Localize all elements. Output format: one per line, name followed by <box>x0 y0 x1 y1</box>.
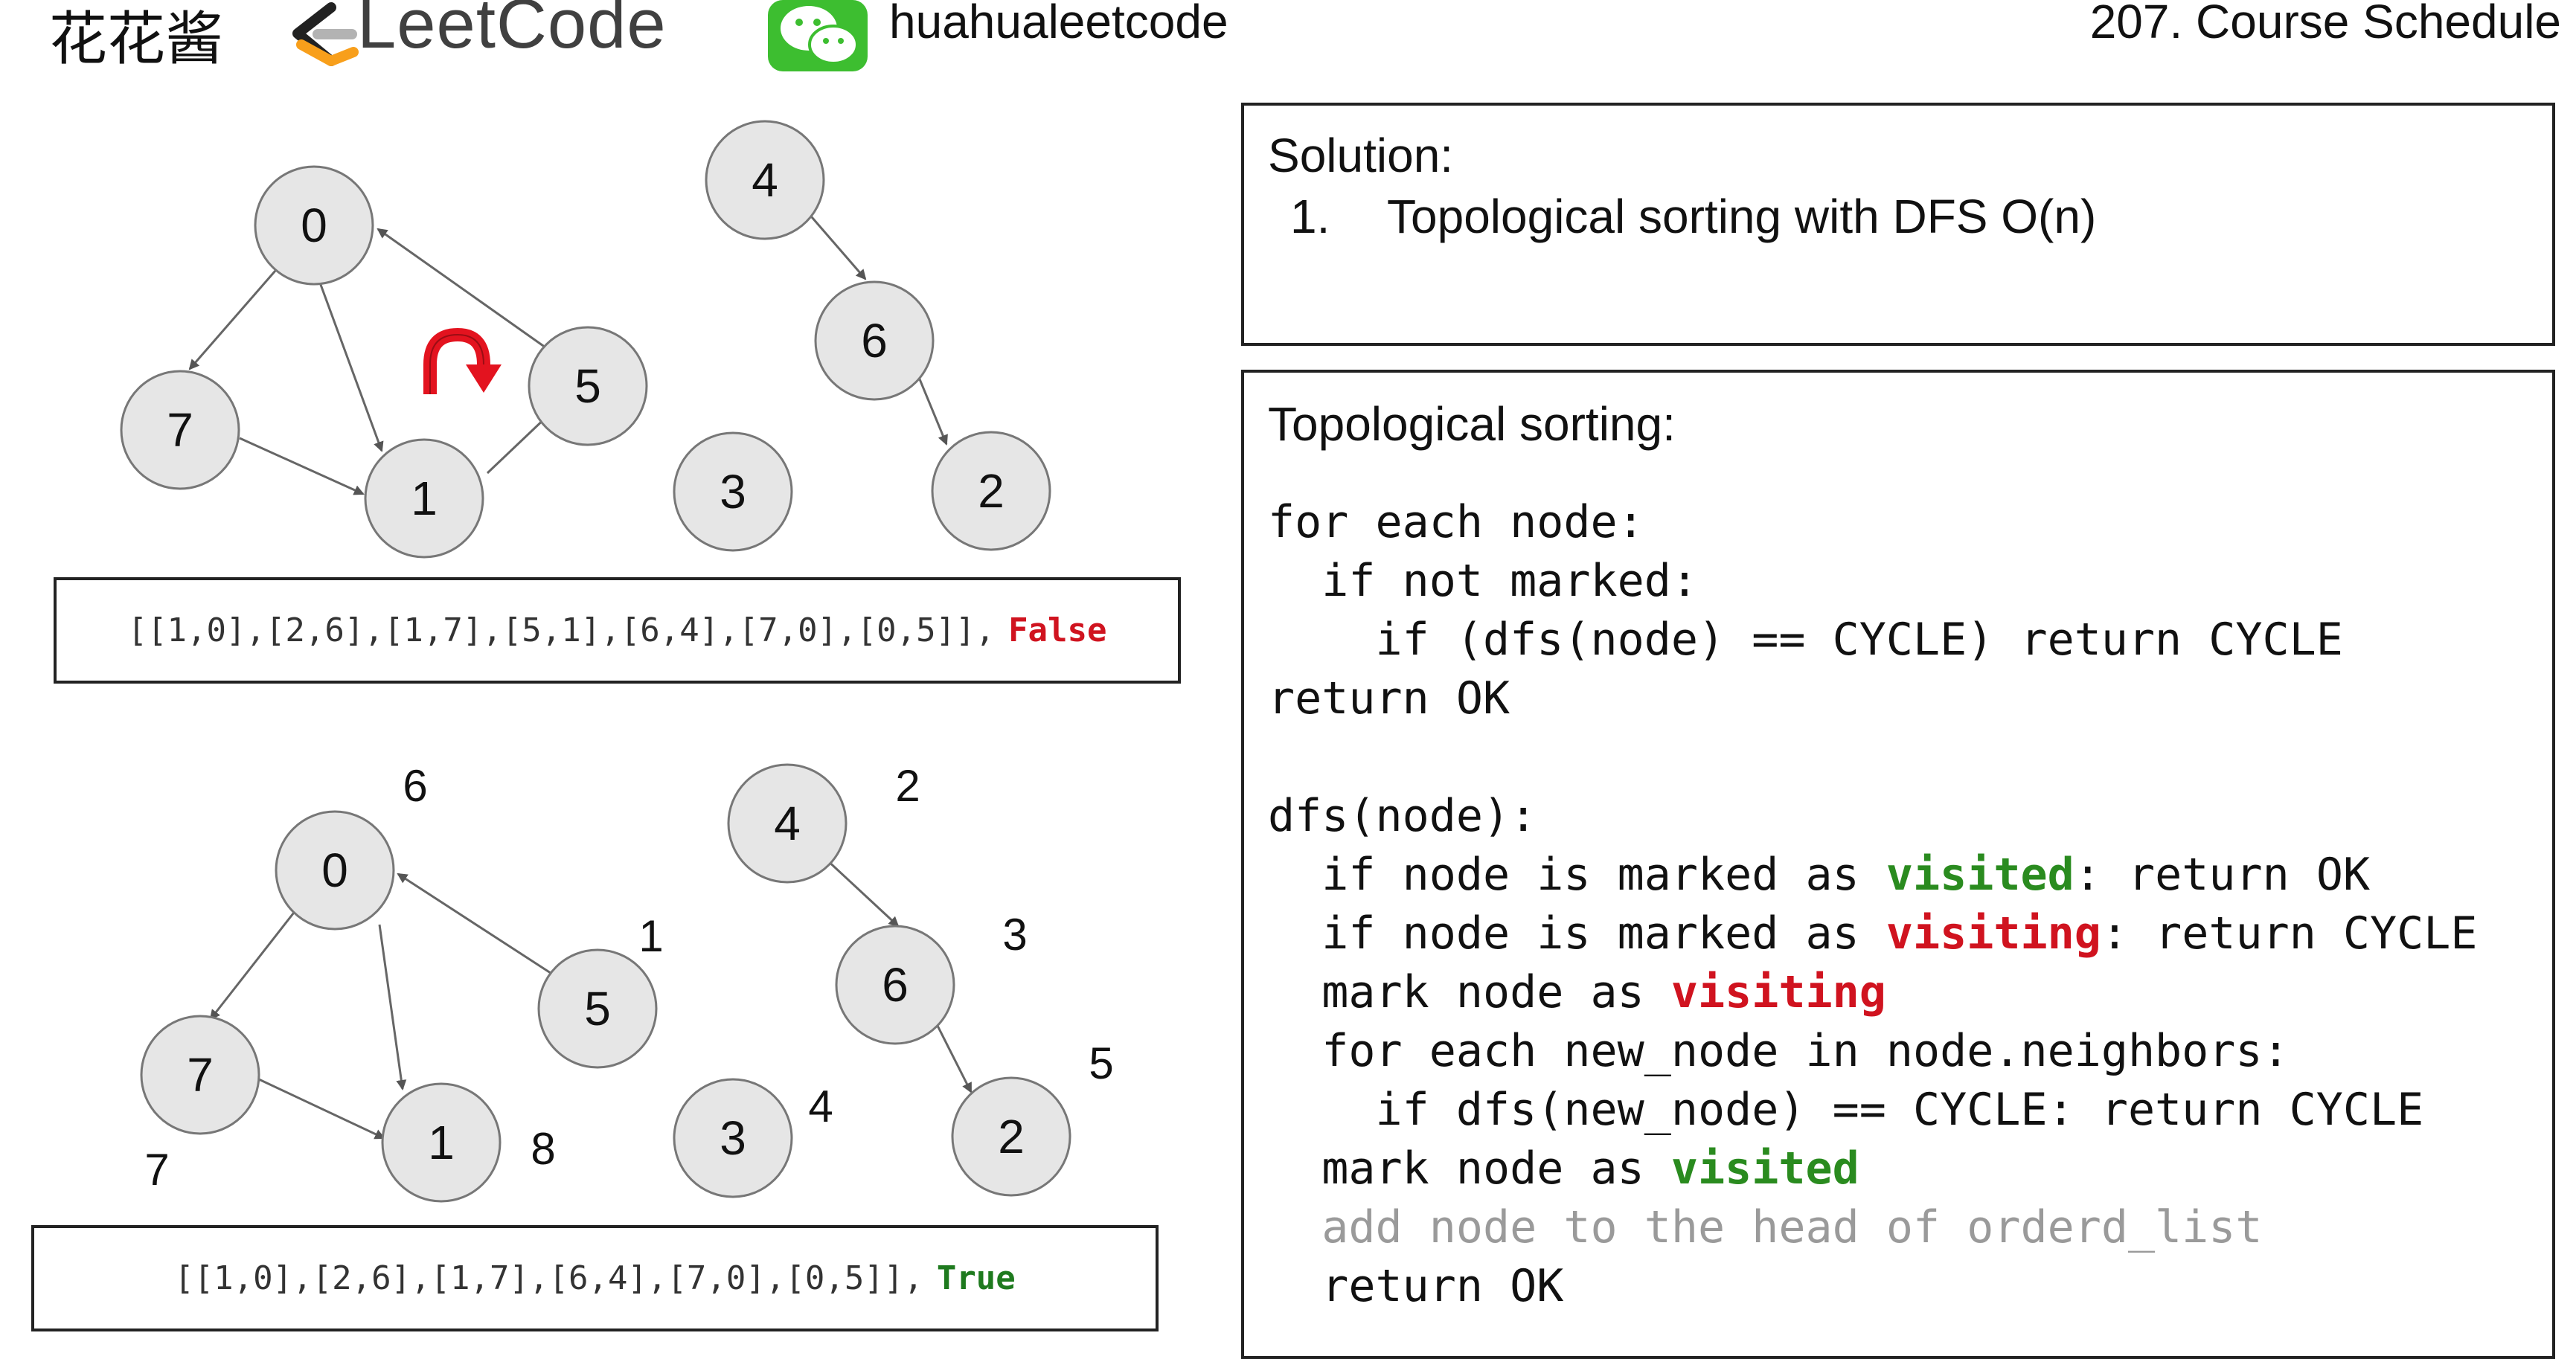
graph-node: 6 <box>835 925 955 1045</box>
edge-0-1 <box>318 282 384 452</box>
svg-text:1: 1 <box>428 1116 455 1169</box>
graph-node: 0 <box>254 165 374 286</box>
graph-node: 6 <box>814 280 935 401</box>
edge-5-0 <box>377 228 546 349</box>
edge-0-7 <box>188 270 277 370</box>
edge-6-2 <box>917 375 948 446</box>
solution-item-text: Topological sorting with DFS O(n) <box>1387 190 2097 243</box>
code-line: return OK <box>1268 672 1510 725</box>
svg-text:3: 3 <box>720 465 746 518</box>
svg-text:4: 4 <box>774 797 801 850</box>
svg-text:3: 3 <box>720 1111 746 1165</box>
edge-0-7 <box>209 909 298 1021</box>
svg-text:1: 1 <box>411 472 438 525</box>
graph-node: 3 <box>673 431 793 552</box>
brand-handle: huahualeetcode <box>889 0 1228 48</box>
graph-node: 5 <box>528 326 648 446</box>
edge-5-0 <box>397 873 554 976</box>
keyword-visiting: visiting <box>1670 966 1886 1018</box>
solution-item: 1. Topological sorting with DFS O(n) <box>1290 189 2552 244</box>
keyword-visited: visited <box>1670 1143 1859 1195</box>
code-blank-line <box>1268 728 2552 787</box>
edge-list-text: [[1,0],[2,6],[1,7],[6,4],[7,0],[0,5]], <box>174 1259 923 1297</box>
brand-leetcode-text: LeetCode <box>357 0 667 62</box>
graph-node: 4 <box>727 763 848 884</box>
brand-chinese-name: 花花酱 <box>49 6 224 73</box>
code-line: return OK <box>1268 1260 1564 1312</box>
topo-heading: Topological sorting: <box>1268 397 1676 451</box>
bottom-graph-edges <box>209 857 973 1140</box>
edge-1-5 <box>486 414 549 475</box>
code-line: if dfs(new_node) == CYCLE: return CYCLE <box>1268 1084 2424 1136</box>
svg-text:6: 6 <box>861 314 888 367</box>
svg-text:5: 5 <box>574 359 601 413</box>
order-label: 6 <box>403 761 427 811</box>
order-label: 5 <box>1089 1038 1113 1088</box>
order-label: 7 <box>144 1145 169 1195</box>
keyword-visiting: visiting <box>1885 907 2101 960</box>
solution-box: Solution: 1. Topological sorting with DFS… <box>1241 103 2555 346</box>
page-title: 207. Course Schedule <box>2089 0 2561 48</box>
code-line: mark node as visiting <box>1268 966 1886 1018</box>
edge-0-1 <box>378 924 407 1090</box>
code-line: if node is marked as visited: return OK <box>1268 849 2371 901</box>
edge-7-1 <box>239 437 365 495</box>
edge-list-box-bottom: [[1,0],[2,6],[1,7],[6,4],[7,0],[0,5]], T… <box>31 1225 1159 1331</box>
code-line: if (dfs(node) == CYCLE) return CYCLE <box>1268 614 2343 666</box>
code-line: mark node as visited <box>1268 1143 1859 1195</box>
graph-node: 1 <box>381 1082 502 1203</box>
svg-text:2: 2 <box>978 464 1005 518</box>
solution-item-number: 1. <box>1290 190 1330 243</box>
code-line: for each new_node in node.neighbors: <box>1268 1025 2290 1077</box>
code-line-muted: add node to the head of orderd_list <box>1268 1201 2263 1253</box>
svg-text:7: 7 <box>187 1048 214 1102</box>
graph-node: 7 <box>120 370 240 490</box>
svg-text:0: 0 <box>301 199 327 252</box>
graph-node: 0 <box>275 810 395 931</box>
order-label: 4 <box>808 1082 833 1131</box>
result-false: False <box>1008 611 1107 649</box>
code-line: if node is marked as visiting: return CY… <box>1268 907 2478 960</box>
edge-4-6 <box>824 857 900 928</box>
edge-4-6 <box>806 211 867 280</box>
svg-text:4: 4 <box>752 153 778 207</box>
keyword-visited: visited <box>1885 849 2074 901</box>
edge-list-box-top: [[1,0],[2,6],[1,7],[5,1],[6,4],[7,0],[0,… <box>54 577 1181 684</box>
graph-node: 7 <box>140 1015 260 1135</box>
edge-6-2 <box>935 1022 973 1093</box>
code-line: if not marked: <box>1268 555 1698 607</box>
order-label: 3 <box>1002 910 1027 960</box>
order-label: 1 <box>638 911 663 961</box>
order-labels: 6 1 7 8 2 3 5 4 <box>144 761 1113 1195</box>
graph-node: 4 <box>705 120 825 240</box>
order-label: 2 <box>895 761 920 811</box>
code-line: for each node: <box>1268 496 1644 548</box>
topo-sort-box: Topological sorting: for each node: if n… <box>1241 370 2555 1359</box>
graph-node: 1 <box>364 438 484 559</box>
svg-text:2: 2 <box>998 1110 1025 1163</box>
svg-text:7: 7 <box>167 403 193 457</box>
edge-list-text: [[1,0],[2,6],[1,7],[5,1],[6,4],[7,0],[0,… <box>127 611 996 649</box>
result-true: True <box>936 1259 1016 1297</box>
bottom-graph-nodes: 0 1 5 7 4 6 2 3 <box>140 763 1071 1203</box>
top-graph-nodes: 0 1 5 7 4 6 2 3 <box>120 120 1051 559</box>
solution-heading: Solution: <box>1268 129 1454 182</box>
graph-node: 2 <box>931 431 1051 551</box>
order-label: 8 <box>531 1124 555 1174</box>
svg-text:6: 6 <box>882 958 909 1012</box>
svg-text:5: 5 <box>584 982 611 1035</box>
top-graph-edges <box>188 211 948 495</box>
edge-7-1 <box>258 1078 385 1140</box>
svg-text:0: 0 <box>321 844 348 897</box>
code-line: dfs(node): <box>1268 790 1537 842</box>
u-turn-arrow-icon <box>423 327 502 394</box>
graph-node: 5 <box>537 948 658 1069</box>
graph-node: 3 <box>673 1078 793 1198</box>
pseudocode: for each node: if not marked: if (dfs(no… <box>1268 493 2552 1316</box>
graph-node: 2 <box>951 1076 1071 1197</box>
